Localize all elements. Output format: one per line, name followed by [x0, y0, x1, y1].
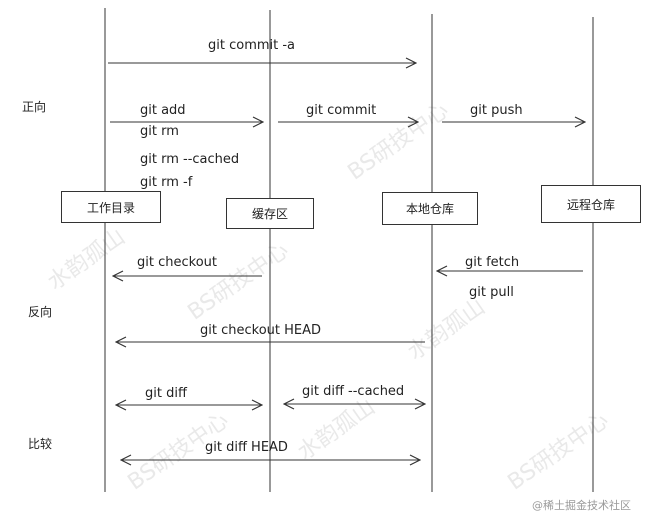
- box-remote-repo: 远程仓库: [541, 185, 641, 223]
- label-add: git add: [140, 103, 186, 118]
- box-working-dir: 工作目录: [61, 191, 161, 223]
- source-credit: @稀土掘金技术社区: [532, 499, 631, 512]
- direction-reverse: 反向: [28, 305, 53, 319]
- label-fetch: git fetch: [465, 255, 520, 270]
- box-working-dir-label: 工作目录: [86, 200, 135, 215]
- label-rm-f: git rm -f: [140, 175, 193, 190]
- direction-forward: 正向: [22, 100, 47, 114]
- label-commit-a: git commit -a: [208, 38, 296, 53]
- label-rm: git rm: [140, 124, 179, 139]
- label-push: git push: [470, 103, 523, 118]
- label-pull: git pull: [469, 285, 514, 300]
- box-local-repo: 本地仓库: [382, 192, 478, 225]
- box-staging-label: 缓存区: [251, 207, 288, 221]
- label-diff-head: git diff HEAD: [205, 440, 288, 455]
- box-staging: 缓存区: [226, 198, 314, 229]
- label-checkout: git checkout: [137, 255, 217, 270]
- box-local-repo-label: 本地仓库: [405, 202, 454, 216]
- label-commit: git commit: [306, 103, 377, 118]
- label-diff: git diff: [145, 386, 187, 401]
- box-remote-repo-label: 远程仓库: [566, 197, 615, 212]
- label-checkout-head: git checkout HEAD: [200, 323, 322, 338]
- direction-compare: 比较: [28, 437, 53, 451]
- label-rm-cached: git rm --cached: [140, 152, 240, 167]
- label-diff-cached: git diff --cached: [302, 384, 405, 399]
